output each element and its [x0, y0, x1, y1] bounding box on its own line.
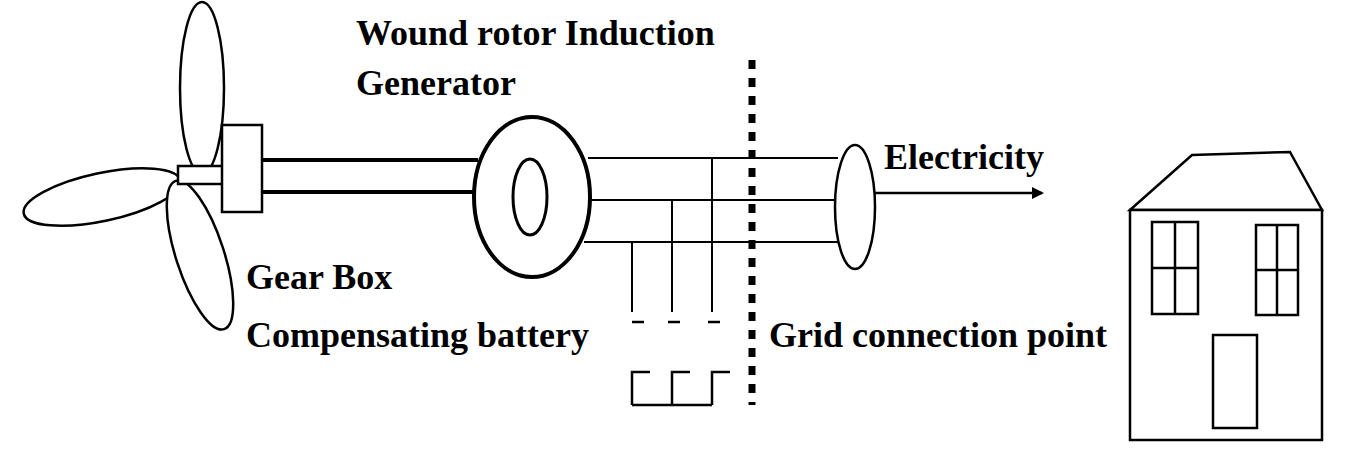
house-roof: [1130, 152, 1322, 210]
component-label: Grid connection point: [768, 310, 1108, 360]
battery-tap: [671, 200, 673, 312]
gear-box: [222, 125, 262, 212]
generator-rotor: [513, 159, 547, 235]
turbine-blade: [180, 2, 224, 174]
grid-boundary: [749, 60, 756, 405]
flow-label: Electricity: [884, 132, 1124, 182]
generator-stator: [474, 117, 590, 277]
house-window: [1256, 225, 1298, 315]
component-label: Wound rotor Induction Generator: [356, 8, 721, 108]
component-label: Compensating battery: [246, 310, 616, 360]
battery-tap: [711, 158, 713, 312]
battery-tap: [631, 242, 633, 312]
power-arrow: [875, 192, 1042, 195]
turbine-hub: [178, 166, 224, 184]
component-label: Gear Box: [246, 252, 466, 302]
grid-connector: [835, 145, 875, 269]
house-wall: [1130, 210, 1322, 440]
battery-plate: [632, 321, 644, 324]
house-door: [1213, 335, 1257, 428]
battery-plate: [708, 321, 720, 324]
battery-plate: [668, 321, 680, 324]
shaft: [262, 158, 478, 162]
shaft: [262, 190, 478, 194]
house-window: [1152, 222, 1198, 314]
turbine-blade: [19, 157, 185, 237]
battery-cells: [632, 372, 730, 405]
